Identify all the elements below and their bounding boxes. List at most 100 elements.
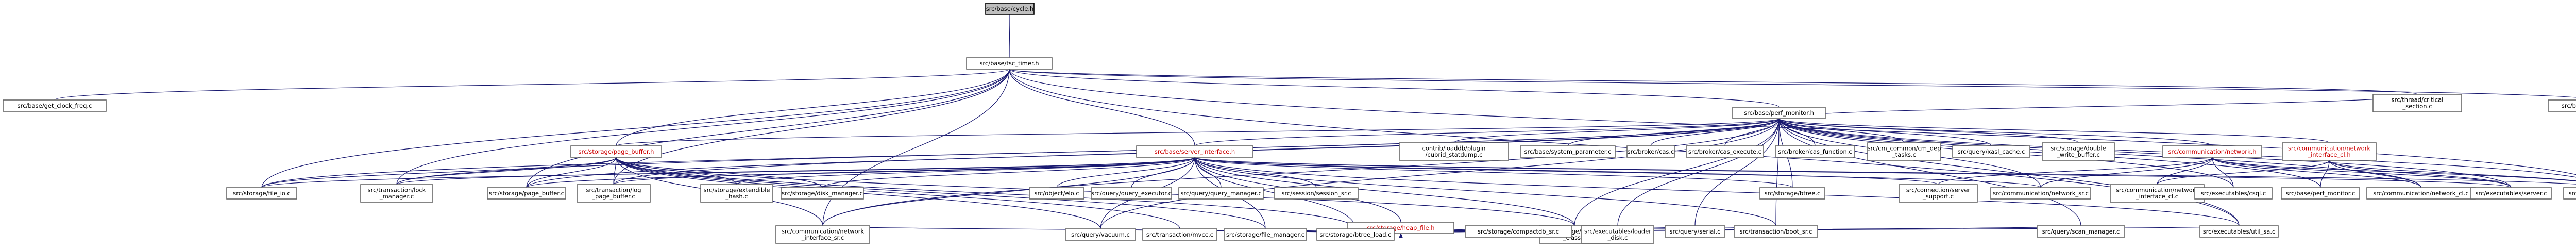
node-label: _interface_sr.c <box>801 234 844 241</box>
edge-src-base-perf-monitor-h-to-contrib-loaddb-plugin-cubrid-statdump-c <box>1453 114 1781 143</box>
node-src-base-server-interface-h[interactable]: src/base/server_interface.h <box>1136 145 1253 158</box>
node-box <box>2282 142 2377 161</box>
node-src-query-serial-c[interactable]: src/query/serial.c <box>1665 225 1725 238</box>
node-src-executables-util-sa-c[interactable]: src/executables/util_sa.c <box>2199 225 2279 238</box>
edge-src-communication-network-interface-cl-h-to-src-communication-network-interface-cl-c <box>2157 156 2331 185</box>
edge-src-communication-network-h-to-src-executables-csql-c <box>2210 153 2234 188</box>
node-src-base-system-parameter-c[interactable]: src/base/system_parameter.c <box>1520 145 1616 158</box>
edge-src-base-server-interface-h-to-src-executables-util-sa-c <box>1193 153 2240 226</box>
node-label: src/connection/server <box>1906 187 1971 194</box>
node-box <box>360 184 433 203</box>
edge-src-storage-page-buffer-h-to-src-storage-btree-load-c <box>614 153 1356 229</box>
node-src-transaction-lock-manager-c[interactable]: src/transaction/lock_manager.c <box>360 184 433 203</box>
node-label: /cubrid_statdump.c <box>1426 151 1483 158</box>
node-box <box>2199 225 2279 238</box>
node-label: src/storage/extendible <box>704 187 770 194</box>
edge-src-base-perf-monitor-h-to-src-storage-page-buffer-h <box>616 114 1782 146</box>
node-src-base-perf-monitor-h[interactable]: src/base/perf_monitor.h <box>1732 107 1826 119</box>
edge-src-base-server-interface-h-to-src-object-elo-c <box>1056 153 1197 188</box>
node-src-transaction-boot-sr-c[interactable]: src/transaction/boot_sr.c <box>1734 225 1818 238</box>
node-src-executables-server-c[interactable]: src/executables/server.c <box>2470 187 2552 200</box>
edge-src-base-server-interface-h-to-src-storage-disk-manager-c <box>822 153 1197 188</box>
node-src-communication-network-interface-cl-h[interactable]: src/communication/network_interface_cl.h <box>2282 142 2377 161</box>
edge-src-base-server-interface-h-to-src-session-session-sr-c <box>1193 153 1317 188</box>
node-label: src/executables/csql.c <box>2201 190 2266 197</box>
node-label: src/session/session_sr.c <box>1281 190 1351 197</box>
node-src-transaction-boot-cl-c[interactable]: src/transaction/boot_cl.c <box>2563 187 2576 200</box>
node-src-query-scan-manager-c[interactable]: src/query/scan_manager.c <box>2037 225 2125 238</box>
edge-src-base-perf-monitor-h-to-src-executables-loader-disk-c <box>1617 114 1781 226</box>
node-src-object-elo-c[interactable]: src/object/elo.c <box>1029 187 1084 200</box>
edge-src-base-cycle-h-to-src-base-tsc-timer-h <box>1008 10 1012 58</box>
node-src-storage-page-buffer-c[interactable]: src/storage/page_buffer.c <box>487 187 566 200</box>
node-label: src/query/query_manager.c <box>1180 190 1261 197</box>
node-label: _manager.c <box>379 193 414 200</box>
node-src-storage-compactdb-sr-c[interactable]: src/storage/compactdb_sr.c <box>1465 225 1572 238</box>
node-label: src/storage/file_io.c <box>233 190 291 197</box>
node-src-transaction-mvcc-c[interactable]: src/transaction/mvcc.c <box>1142 228 1217 241</box>
node-label: src/storage/page_buffer.h <box>579 148 654 155</box>
node-label: src/executables/loader <box>1584 228 1651 235</box>
node-label: src/query/scan_manager.c <box>2042 228 2120 235</box>
node-box <box>1399 142 1509 161</box>
edge-src-communication-network-h-to-src-communication-network-interface-cl-c <box>2157 153 2214 185</box>
node-box <box>226 187 297 200</box>
node-label: src/communication/network <box>2288 145 2371 152</box>
node-label: src/query/query_executor.c <box>1091 190 1172 197</box>
node-src-query-query-manager-c[interactable]: src/query/query_manager.c <box>1178 187 1264 200</box>
node-src-storage-file-io-c[interactable]: src/storage/file_io.c <box>226 187 297 200</box>
node-src-storage-page-buffer-h[interactable]: src/storage/page_buffer.h <box>570 145 662 158</box>
edge-src-base-perf-monitor-h-to-src-query-scan-manager-c <box>1777 114 2081 226</box>
node-contrib-loaddb-plugin-cubrid-statdump-c[interactable]: contrib/loaddb/plugin/cubrid_statdump.c <box>1399 142 1509 161</box>
node-label: src/query/vacuum.c <box>1071 231 1130 238</box>
node-src-query-vacuum-c[interactable]: src/query/vacuum.c <box>1065 228 1136 241</box>
node-src-base-tsc-timer-h[interactable]: src/base/tsc_timer.h <box>966 57 1053 70</box>
node-src-communication-network-cl-c[interactable]: src/communication/network_cl.c <box>2366 187 2476 200</box>
node-label: contrib/loaddb/plugin <box>1422 145 1486 152</box>
edge-src-base-perf-monitor-h-to-src-query-xasl-cache-c <box>1777 114 1992 146</box>
node-box <box>1178 187 1264 200</box>
node-label: src/base/server_interface.h <box>1155 148 1235 155</box>
node-src-transaction-log-page-buffer-c[interactable]: src/transaction/log_page_buffer.c <box>577 184 651 203</box>
edge-src-communication-network-h-to-src-transaction-boot-cl-c <box>2210 153 2576 182</box>
node-src-broker-cas-c[interactable]: src/broker/cas.c <box>1626 145 1675 158</box>
node-src-storage-file-manager-c[interactable]: src/storage/file_manager.c <box>1224 228 1307 241</box>
edge-src-base-tsc-timer-h-to-src-base-server-interface-h <box>1007 64 1195 146</box>
node-src-communication-network-h[interactable]: src/communication/network.h <box>2162 145 2262 158</box>
node-src-storage-extendible-hash-c[interactable]: src/storage/extendible_hash.c <box>700 184 773 203</box>
node-label: src/transaction/log <box>586 187 641 194</box>
node-src-communication-network-sr-c[interactable]: src/communication/network_sr.c <box>1990 187 2091 200</box>
node-src-query-xasl-cache-c[interactable]: src/query/xasl_cache.c <box>1952 145 2030 158</box>
node-src-base-cycle-h: src/base/cycle.h <box>985 3 1035 15</box>
node-src-storage-btree-load-c[interactable]: src/storage/btree_load.c <box>1316 228 1395 241</box>
node-src-communication-network-interface-cl-c[interactable]: src/communication/network_interface_cl.c <box>2110 184 2205 203</box>
graph-nodes: src/base/cycle.h src/base/tsc_timer.h src/… <box>3 3 2576 244</box>
edge-src-base-server-interface-h-to-src-transaction-boot-cl-c <box>1192 153 2576 185</box>
node-src-storage-disk-manager-c[interactable]: src/storage/disk_manager.c <box>781 187 864 200</box>
node-label: src/storage/btree_load.c <box>1320 231 1392 238</box>
node-box <box>1065 228 1136 241</box>
node-src-base-perf-monitor-c[interactable]: src/base/perf_monitor.c <box>2281 187 2360 200</box>
node-label: _disk.c <box>1607 234 1628 241</box>
node-src-storage-double-write-buffer-c[interactable]: src/storage/double_write_buffer.c <box>2042 142 2115 161</box>
node-src-connection-server-support-c[interactable]: src/connection/server_support.c <box>1899 184 1978 203</box>
node-src-broker-cas-function-c[interactable]: src/broker/cas_function.c <box>1775 145 1855 158</box>
node-src-query-query-executor-c[interactable]: src/query/query_executor.c <box>1091 187 1172 200</box>
edge-src-base-tsc-timer-h-to-src-storage-page-buffer-h <box>616 64 1011 146</box>
node-src-base-tsc-timer-c[interactable]: src/base/tsc_timer.c <box>2548 99 2576 112</box>
edge-src-base-server-interface-h-to-src-storage-btree-c <box>1193 153 1793 188</box>
node-box <box>2194 187 2273 200</box>
node-src-executables-loader-disk-c[interactable]: src/executables/loader_disk.c <box>1581 225 1654 244</box>
node-src-thread-critical-section-c[interactable]: src/thread/critical_section.c <box>2372 94 2462 112</box>
edge-src-communication-network-h-to-src-communication-network-sr-c <box>2040 153 2214 188</box>
node-label: src/storage/disk_manager.c <box>782 190 863 197</box>
node-src-cm-common-cm-dep-tasks-c[interactable]: src/cm_common/cm_dep_tasks.c <box>1867 142 1941 161</box>
node-label: _interface_cl.c <box>2136 193 2178 200</box>
node-label: src/storage/btree.c <box>1765 190 1821 197</box>
node-src-executables-csql-c[interactable]: src/executables/csql.c <box>2194 187 2273 200</box>
node-src-storage-btree-c[interactable]: src/storage/btree.c <box>1759 187 1825 200</box>
node-src-base-get-clock-freq-c[interactable]: src/base/get_clock_freq.c <box>3 99 107 112</box>
node-src-broker-cas-execute-c[interactable]: src/broker/cas_execute.c <box>1686 145 1764 158</box>
node-src-communication-network-interface-sr-c[interactable]: src/communication/network_interface_sr.c <box>775 225 870 244</box>
node-src-session-session-sr-c[interactable]: src/session/session_sr.c <box>1274 187 1359 200</box>
